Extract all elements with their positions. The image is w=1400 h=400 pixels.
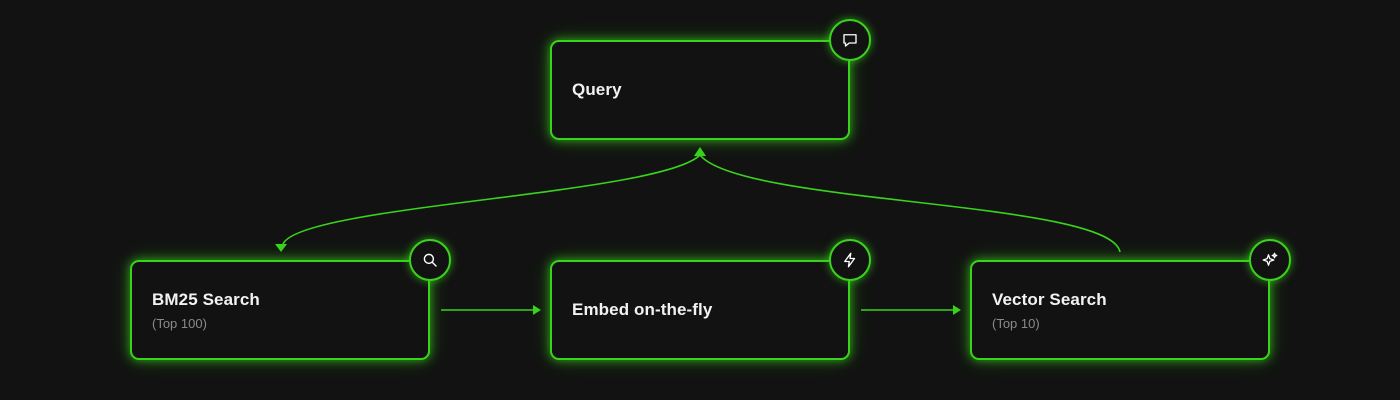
- edge-vector-to-query: [699, 154, 1121, 253]
- search-icon: [409, 239, 451, 281]
- edge-query-to-bm25: [282, 154, 701, 245]
- node-vector-subtitle: (Top 10): [992, 315, 1040, 331]
- node-query[interactable]: Query: [550, 40, 850, 140]
- edge-arrowhead-embed: [533, 305, 541, 315]
- node-query-title: Query: [572, 80, 622, 99]
- node-vector-search[interactable]: Vector Search (Top 10): [970, 260, 1270, 360]
- edge-arrowhead-vector: [953, 305, 961, 315]
- node-vector-title: Vector Search: [992, 289, 1107, 309]
- edge-arrowhead-query: [694, 147, 706, 156]
- node-bm25-search[interactable]: BM25 Search (Top 100): [130, 260, 430, 360]
- node-bm25-subtitle: (Top 100): [152, 315, 207, 331]
- node-embed-on-the-fly[interactable]: Embed on-the-fly: [550, 260, 850, 360]
- sparkles-icon: [1249, 239, 1291, 281]
- lightning-icon: [829, 239, 871, 281]
- edge-arrowhead-bm25: [275, 244, 287, 252]
- node-bm25-title: BM25 Search: [152, 289, 260, 309]
- node-embed-title: Embed on-the-fly: [572, 300, 713, 319]
- chat-bubble-icon: [829, 19, 871, 61]
